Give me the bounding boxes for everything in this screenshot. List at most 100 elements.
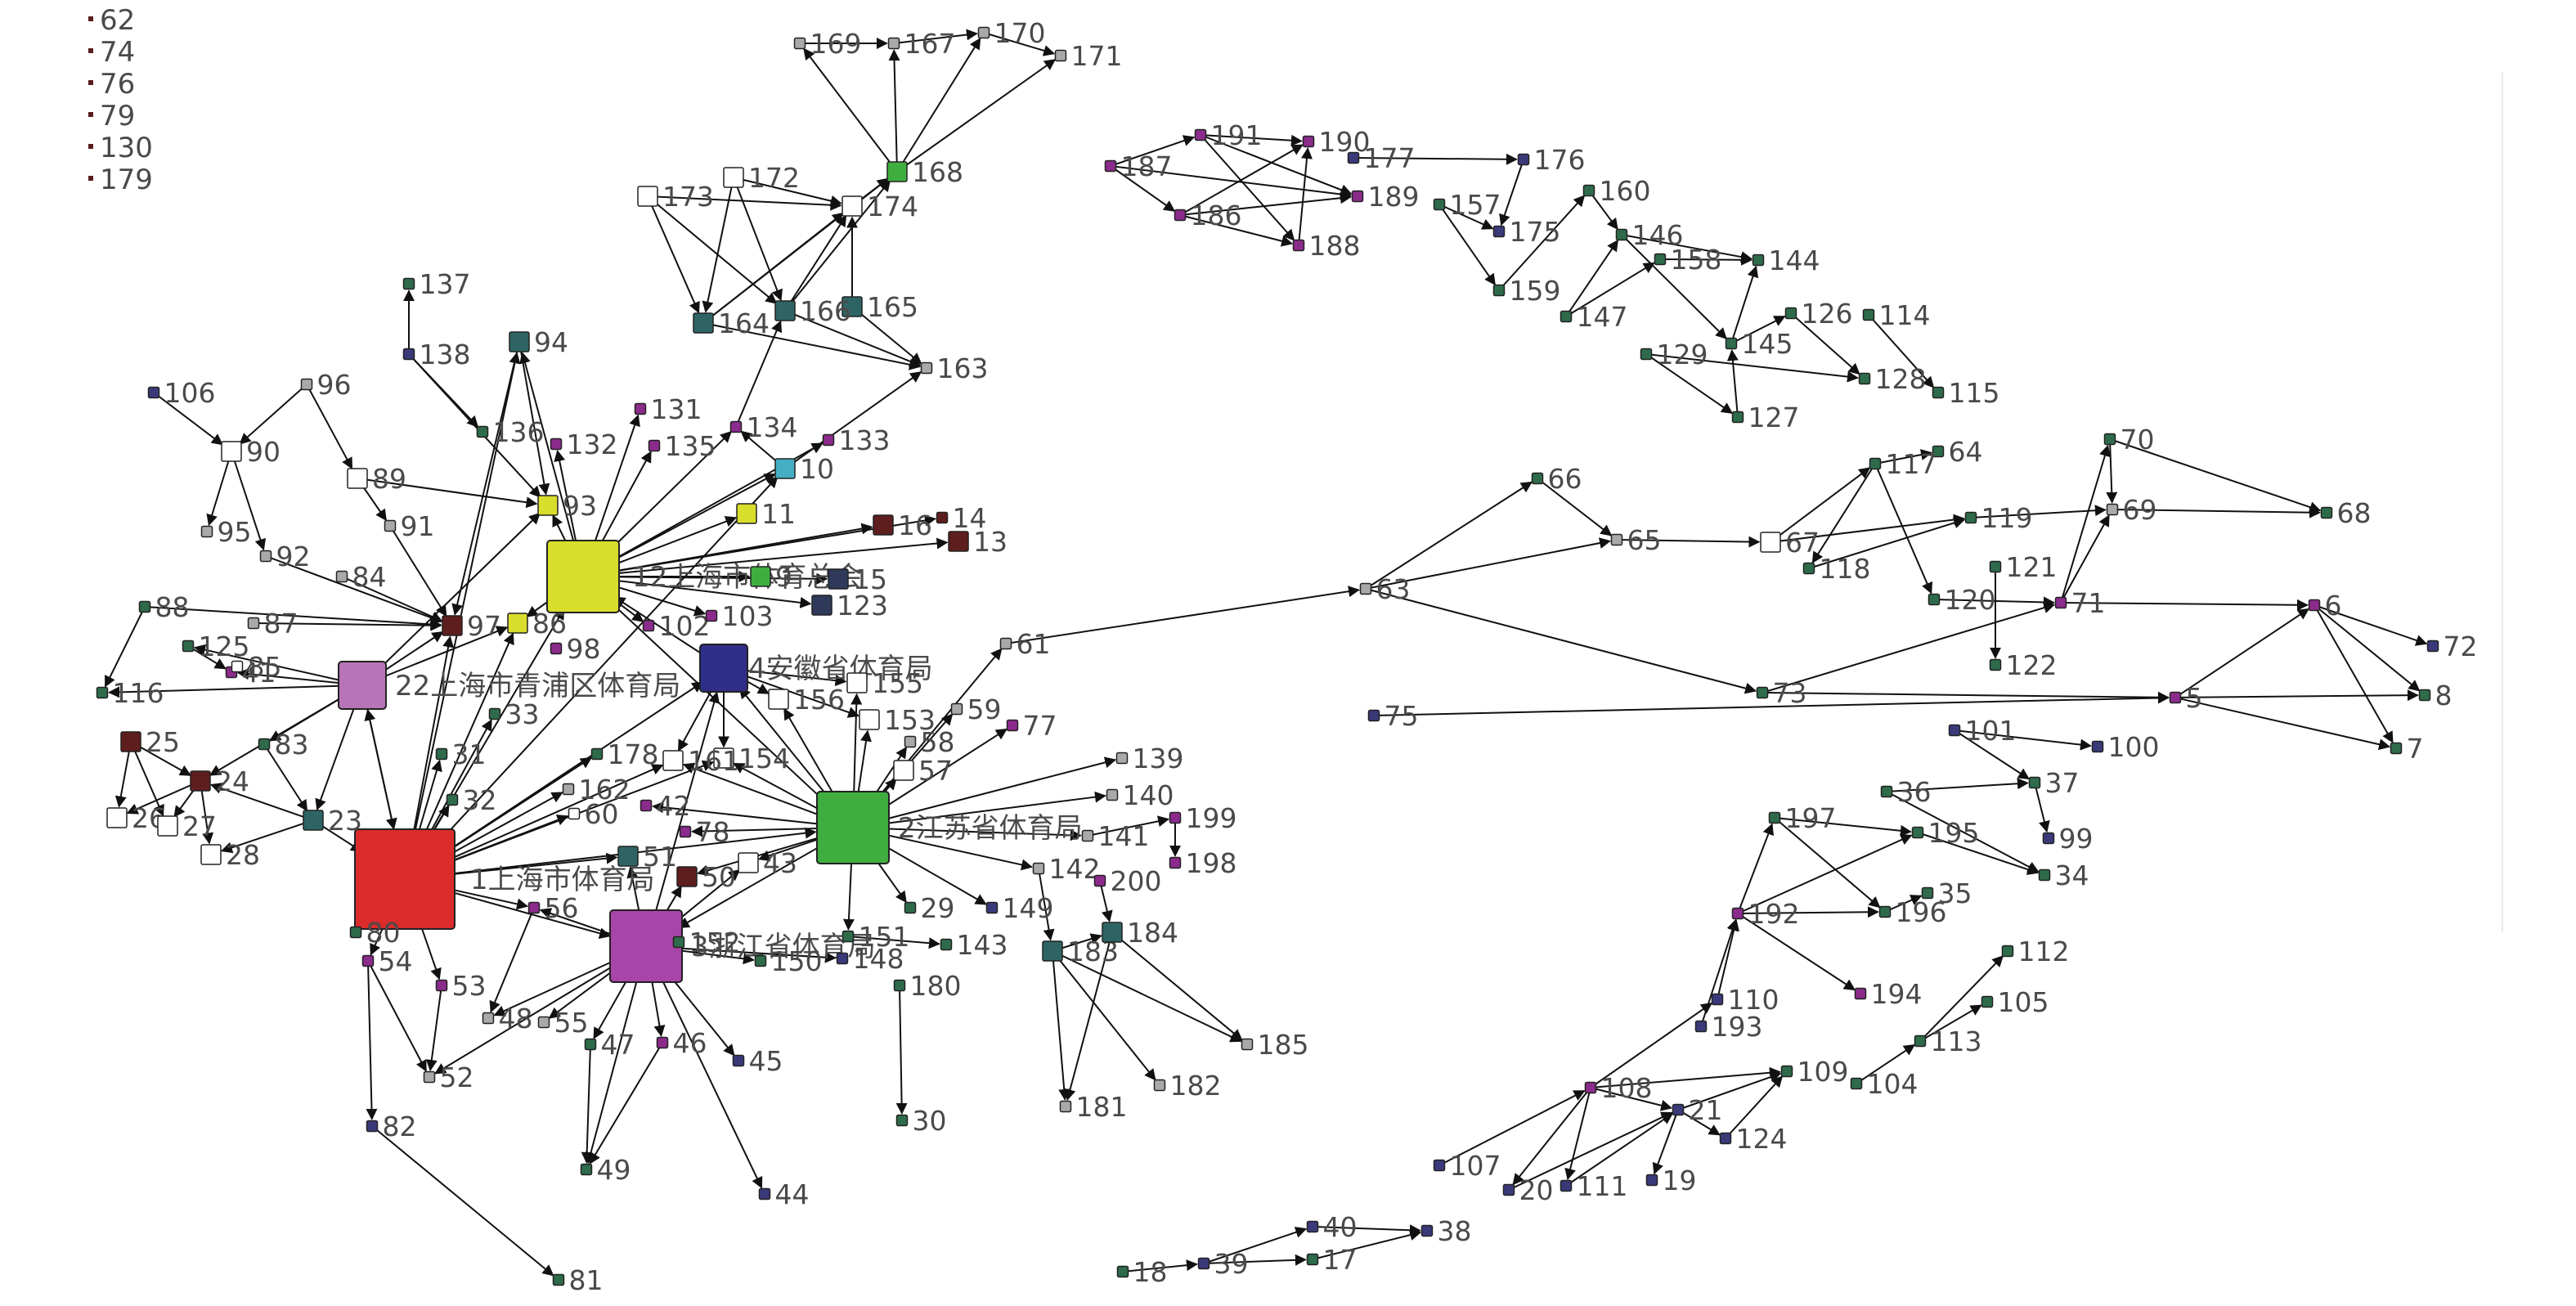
node-38[interactable]: 38	[1420, 1215, 1472, 1247]
node-181[interactable]: 181	[1059, 1091, 1128, 1123]
node-53[interactable]: 53	[435, 970, 487, 1002]
node-139[interactable]: 139	[1115, 743, 1184, 774]
node-127[interactable]: 127	[1731, 402, 1800, 433]
node-80[interactable]: 80	[349, 917, 401, 949]
node-105[interactable]: 105	[1981, 986, 2049, 1018]
node-26[interactable]: 26	[106, 802, 166, 834]
node-140[interactable]: 140	[1106, 779, 1174, 811]
node-63[interactable]: 63	[1359, 573, 1411, 605]
node-200[interactable]: 200	[1093, 865, 1162, 897]
node-64[interactable]: 64	[1932, 436, 1983, 468]
node-98[interactable]: 98	[550, 633, 601, 665]
node-93[interactable]: 93	[537, 490, 597, 522]
node-2[interactable]: 2江苏省体育局	[816, 791, 1083, 864]
node-4[interactable]: 4安徽省体育局	[699, 644, 933, 693]
node-101[interactable]: 101	[1948, 715, 2017, 747]
node-31[interactable]: 31	[435, 738, 487, 770]
node-178[interactable]: 178	[590, 738, 659, 770]
node-95[interactable]: 95	[200, 516, 252, 548]
node-29[interactable]: 29	[904, 892, 955, 924]
node-156[interactable]: 156	[768, 684, 845, 716]
node-133[interactable]: 133	[822, 424, 891, 456]
node-113[interactable]: 113	[1914, 1026, 1982, 1057]
node-128[interactable]: 128	[1858, 363, 1927, 395]
node-52[interactable]: 52	[423, 1061, 474, 1093]
node-88[interactable]: 88	[138, 591, 190, 623]
node-167[interactable]: 167	[887, 28, 956, 60]
node-153[interactable]: 153	[859, 704, 936, 736]
node-134[interactable]: 134	[729, 411, 798, 443]
node-171[interactable]: 171	[1054, 40, 1123, 72]
node-71[interactable]: 71	[2054, 587, 2106, 619]
node-96[interactable]: 96	[300, 369, 352, 401]
node-148[interactable]: 148	[836, 943, 904, 975]
node-198[interactable]: 198	[1169, 847, 1237, 879]
node-9[interactable]: 9	[750, 561, 792, 593]
node-10[interactable]: 10	[774, 453, 834, 485]
node-99[interactable]: 99	[2042, 823, 2094, 855]
node-199[interactable]: 199	[1169, 802, 1237, 834]
node-185[interactable]: 185	[1241, 1029, 1309, 1061]
node-155[interactable]: 155	[846, 667, 923, 699]
node-59[interactable]: 59	[950, 693, 1002, 725]
node-103[interactable]: 103	[705, 600, 774, 632]
node-137[interactable]: 137	[402, 268, 471, 300]
node-147[interactable]: 147	[1560, 301, 1628, 333]
node-119[interactable]: 119	[1964, 502, 2033, 534]
node-132[interactable]: 132	[550, 429, 618, 460]
node-193[interactable]: 193	[1694, 1011, 1763, 1043]
node-25[interactable]: 25	[120, 726, 180, 758]
node-182[interactable]: 182	[1153, 1070, 1222, 1102]
node-174[interactable]: 174	[841, 191, 918, 222]
node-157[interactable]: 157	[1433, 189, 1501, 221]
node-169[interactable]: 169	[793, 28, 862, 60]
node-72[interactable]: 72	[2426, 631, 2478, 662]
node-49[interactable]: 49	[580, 1154, 631, 1186]
node-60[interactable]: 60	[568, 798, 619, 830]
node-190[interactable]: 190	[1302, 126, 1371, 158]
node-110[interactable]: 110	[1711, 984, 1779, 1016]
node-11[interactable]: 11	[736, 498, 796, 530]
node-175[interactable]: 175	[1492, 216, 1561, 248]
node-120[interactable]: 120	[1928, 584, 1996, 616]
node-94[interactable]: 94	[509, 326, 568, 358]
node-82[interactable]: 82	[366, 1111, 417, 1142]
node-36[interactable]: 36	[1880, 776, 1932, 808]
node-136[interactable]: 136	[476, 416, 545, 448]
node-192[interactable]: 192	[1731, 898, 1800, 930]
node-143[interactable]: 143	[940, 929, 1008, 961]
node-170[interactable]: 170	[977, 17, 1046, 49]
node-69[interactable]: 69	[2106, 494, 2157, 526]
node-197[interactable]: 197	[1768, 802, 1837, 834]
node-152[interactable]: 152	[672, 927, 741, 958]
node-188[interactable]: 188	[1292, 230, 1361, 262]
node-135[interactable]: 135	[648, 430, 716, 462]
node-23[interactable]: 23	[303, 805, 362, 837]
node-111[interactable]: 111	[1560, 1170, 1628, 1202]
node-116[interactable]: 116	[96, 677, 164, 709]
node-47[interactable]: 47	[584, 1029, 635, 1061]
node-67[interactable]: 67	[1760, 527, 1820, 559]
node-73[interactable]: 73	[1756, 677, 1807, 709]
node-28[interactable]: 28	[200, 839, 260, 871]
node-87[interactable]: 87	[247, 608, 298, 640]
node-163[interactable]: 163	[920, 352, 989, 384]
node-34[interactable]: 34	[2038, 859, 2089, 891]
node-106[interactable]: 106	[147, 377, 216, 409]
node-162[interactable]: 162	[562, 774, 631, 806]
node-161[interactable]: 161	[662, 745, 739, 777]
node-184[interactable]: 184	[1102, 917, 1178, 949]
node-66[interactable]: 66	[1531, 463, 1582, 495]
node-89[interactable]: 89	[347, 463, 406, 495]
node-12[interactable]: 12上海市体育总会	[546, 540, 862, 613]
node-15[interactable]: 15	[828, 563, 887, 595]
node-166[interactable]: 166	[774, 295, 851, 327]
node-42[interactable]: 42	[640, 790, 691, 822]
node-117[interactable]: 117	[1869, 448, 1937, 480]
node-138[interactable]: 138	[402, 339, 471, 370]
node-186[interactable]: 186	[1174, 200, 1242, 231]
node-45[interactable]: 45	[732, 1045, 783, 1077]
node-146[interactable]: 146	[1615, 219, 1684, 251]
node-41[interactable]: 41	[225, 657, 276, 689]
node-144[interactable]: 144	[1752, 245, 1820, 276]
